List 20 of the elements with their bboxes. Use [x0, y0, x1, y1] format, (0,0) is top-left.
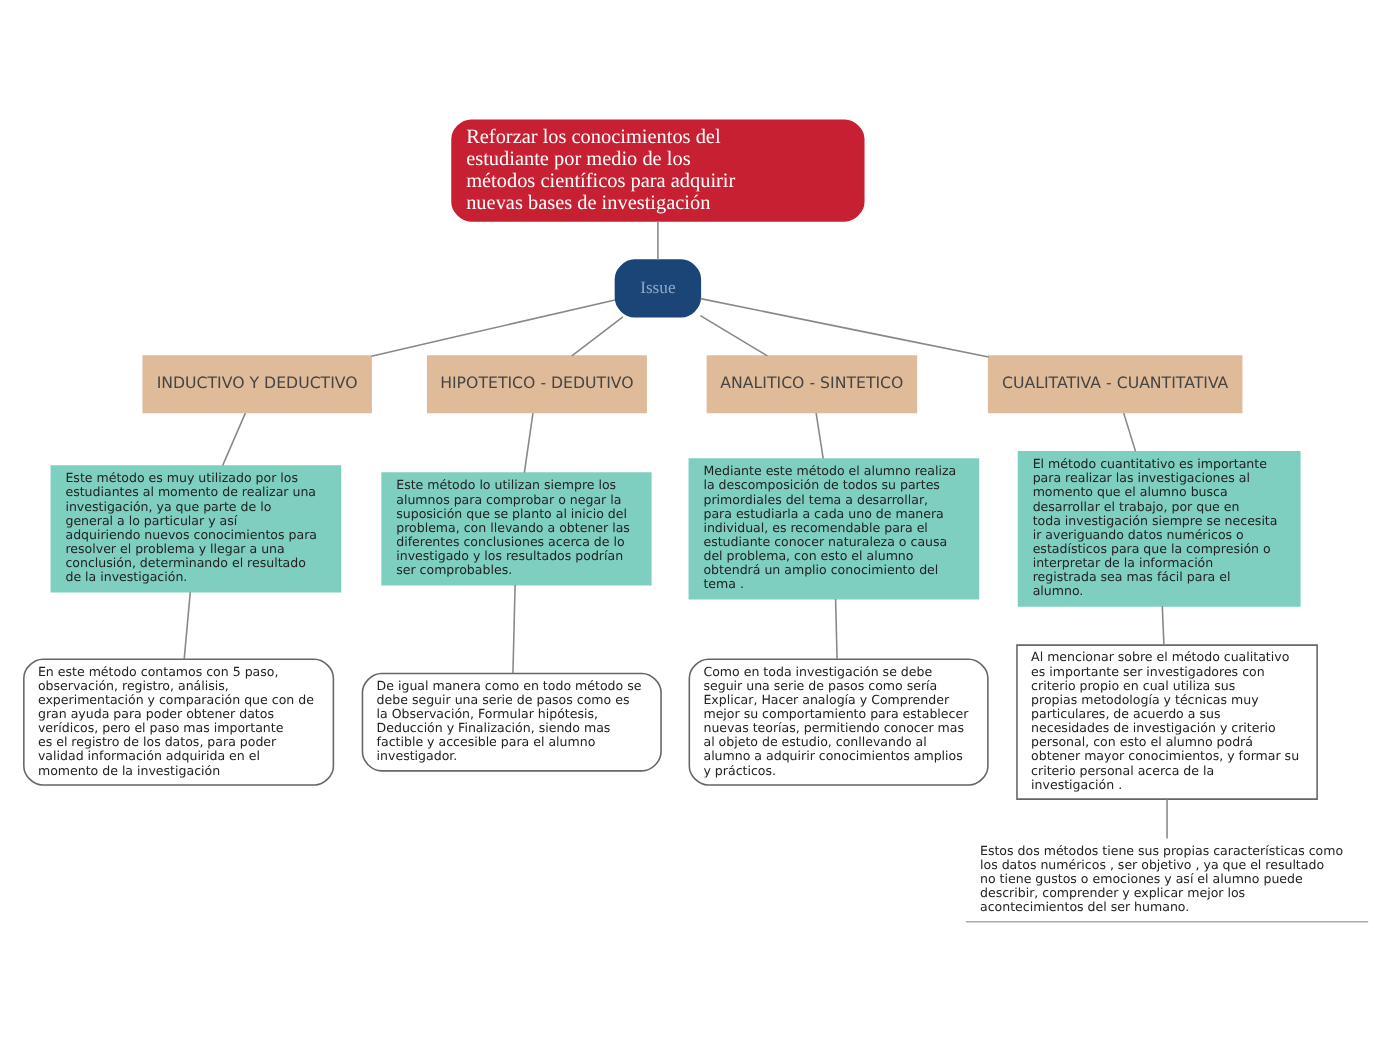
connector: [1122, 411, 1137, 452]
node-box: INDUCTIVO Y DEDUCTIVO: [142, 354, 372, 413]
connector: [221, 411, 247, 466]
node-box: Issue: [614, 258, 702, 317]
connector: [512, 583, 516, 673]
node-box: CUALITATIVA - CUANTITATIVA: [987, 354, 1243, 413]
node-box: Reforzar los conocimientos del estudiante por medio de los métodos científicos para adquirir nuevas bases de investigación: [451, 118, 865, 221]
connector: [815, 411, 824, 459]
connector: [834, 597, 838, 659]
connector: [657, 219, 659, 260]
node-box: ANALITICO - SINTETICO: [706, 354, 918, 413]
connector: [571, 315, 624, 356]
connector: [699, 296, 990, 357]
connector: [370, 298, 616, 357]
connector: [1166, 797, 1168, 839]
connector: [1161, 604, 1165, 645]
connector: [699, 313, 769, 356]
connector: [183, 590, 192, 659]
node-box: HIPOTETICO - DEDUTIVO: [426, 354, 647, 413]
connector: [523, 411, 534, 473]
